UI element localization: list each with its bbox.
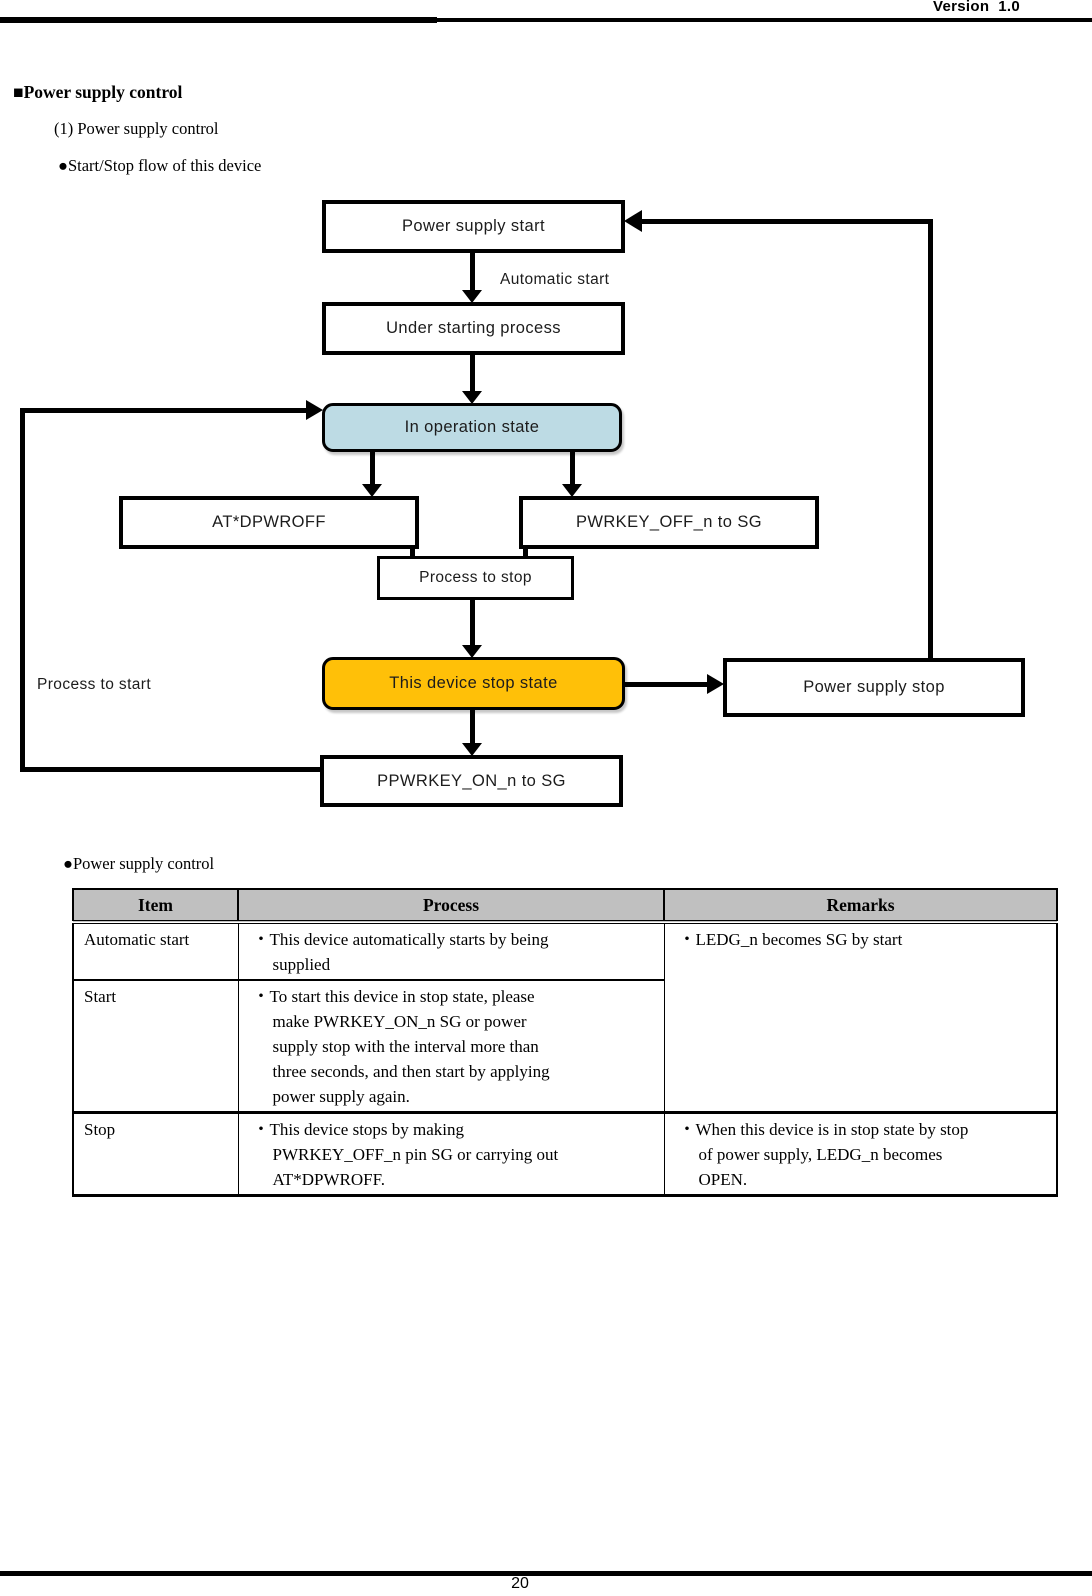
node-this-device-stop-state: This device stop state (322, 657, 625, 710)
node-at-dpwroff: AT*DPWROFF (119, 496, 419, 549)
connector-operation-to-pwrkeyoff (570, 450, 575, 486)
table-row: Automatic start ・This device automatical… (72, 922, 1058, 1113)
connector-stopstate-to-ppwrkey (470, 708, 475, 745)
arrowhead-down-icon (562, 484, 582, 497)
node-pwrkey-off-to-sg: PWRKEY_OFF_n to SG (519, 496, 819, 549)
page-number: 20 (511, 1575, 529, 1592)
column-header-process: Process (237, 888, 665, 924)
arrowhead-down-icon (462, 391, 482, 404)
loop-left-top-horizontal (22, 408, 308, 413)
loop-left-bottom-horizontal (20, 767, 322, 772)
loop-left-vertical (20, 408, 25, 772)
table-title: ●Power supply control (63, 854, 215, 873)
cell-process-automatic-start: ・This device automatically starts by bei… (237, 922, 665, 981)
node-in-operation-state: In operation state (322, 403, 622, 452)
footer-rule (0, 1571, 1092, 1576)
arrowhead-down-icon (462, 645, 482, 658)
cell-item-start: Start (72, 980, 239, 1113)
connector-start-to-process (470, 251, 475, 294)
node-process-to-stop: Process to stop (377, 556, 574, 600)
header-rule-left (0, 17, 437, 23)
cell-remarks-automatic-start: ・LEDG_n becomes SG by start (663, 922, 1058, 1113)
version-label: Version 1.0 (933, 0, 1020, 15)
connector-operation-to-atdpwroff (370, 450, 375, 486)
arrowhead-down-icon (462, 743, 482, 756)
arrowhead-down-icon (462, 290, 482, 303)
node-power-supply-start: Power supply start (322, 200, 625, 253)
flow-title: ●Start/Stop flow of this device (58, 156, 262, 175)
table-row: Stop ・This device stops by making PWRKEY… (72, 1111, 1058, 1196)
column-header-remarks: Remarks (663, 888, 1058, 924)
section-heading: ■Power supply control (13, 82, 183, 102)
column-header-item: Item (72, 888, 239, 924)
loop-right-horizontal (640, 219, 932, 224)
arrowhead-left-icon (624, 210, 642, 232)
connector-stopprocess-to-stopstate (470, 598, 475, 646)
connector-atdpwroff-to-stopprocess (410, 547, 415, 558)
arrowhead-right-icon (707, 674, 724, 694)
cell-remarks-stop: ・When this device is in stop state by st… (663, 1111, 1058, 1196)
subsection-heading: (1) Power supply control (54, 119, 219, 138)
connector-process-to-operation (470, 353, 475, 395)
loop-right-vertical (928, 219, 933, 659)
node-under-starting-process: Under starting process (322, 302, 625, 355)
label-automatic-start: Automatic start (500, 271, 610, 288)
node-ppwrkey-on-to-sg: PPWRKEY_ON_n to SG (320, 755, 623, 807)
header-rule-right (437, 18, 1092, 22)
connector-stopstate-to-powerstop (623, 682, 709, 687)
cell-item-stop: Stop (72, 1111, 239, 1196)
arrowhead-right-icon (306, 400, 323, 420)
connector-pwrkeyoff-to-stopprocess (523, 547, 528, 558)
label-process-to-start: Process to start (37, 676, 152, 693)
cell-process-stop: ・This device stops by making PWRKEY_OFF_… (237, 1111, 665, 1196)
cell-process-start: ・To start this device in stop state, ple… (237, 980, 665, 1113)
table-header-row: Item Process Remarks (72, 888, 1058, 924)
table-row: Start ・To start this device in stop stat… (72, 980, 1057, 1113)
node-power-supply-stop: Power supply stop (723, 658, 1025, 717)
arrowhead-down-icon (362, 484, 382, 497)
power-supply-control-table: Item Process Remarks Automatic start ・Th… (72, 888, 1058, 1197)
cell-item-automatic-start: Automatic start (72, 922, 239, 981)
